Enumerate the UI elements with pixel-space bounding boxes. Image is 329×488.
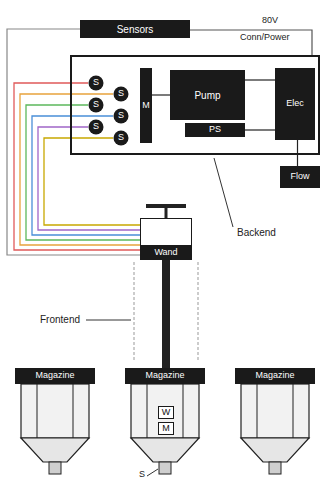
circle-shape [89,98,104,113]
nozzle [49,462,61,474]
frontend-bracket [198,262,199,362]
node-text: Backend [237,227,276,238]
pump-block: Pump [170,70,245,120]
node-text: Flow [290,172,309,182]
wire-connector [44,138,140,225]
node-text: Magazine [145,371,184,381]
cartridge-part: W [158,406,174,419]
node-text: S [118,111,124,121]
wire-connector [14,83,140,250]
node-text: M [162,424,170,434]
circle-shape [114,87,129,102]
cartridge-wall [147,384,148,438]
tube-connector [162,260,170,368]
cartridge [21,384,89,474]
node-text: M [142,101,150,111]
node-text: Sensors [117,24,154,35]
circle-shape [114,109,129,124]
backend-housing: SSSSSSMPumpPSElecBackend [70,55,320,155]
cartridge-wall [183,384,184,438]
leader-line [147,469,158,476]
circle-shape [114,131,129,146]
node-text: S [118,89,124,99]
plunger-handle [146,204,186,208]
wire-connector [245,79,275,80]
wire-connector [32,116,140,235]
cartridge-funnel [241,438,309,462]
wire-connector [38,127,140,230]
flow-block: Flow [280,166,320,188]
plunger-stem [165,208,168,218]
circle-shape [89,76,104,91]
node-text: S [118,133,124,143]
cartridge-wall [73,384,74,438]
wire-connector [152,94,170,95]
node-text: W [162,408,171,418]
magazine-block: Magazine [235,368,315,384]
leader-line [214,158,233,227]
valve-circle: S [113,86,129,102]
frontend-bracket [134,262,135,362]
voltage-label: 80V [262,16,278,26]
cartridge-body [241,384,309,438]
leader-line [86,320,131,321]
valve-circle: S [113,108,129,124]
wire-connector [20,94,140,245]
cartridge-body [131,384,199,438]
node-text: Pump [194,90,220,101]
cartridge-wall [37,384,38,438]
valve-circle: S [113,130,129,146]
signal-label: Conn/Power [240,33,290,43]
wand-block: Wand [140,218,192,260]
node-text: S [93,100,99,110]
valve-circle: S [88,75,104,91]
node-text: Elec [286,99,304,109]
node-text: PS [209,125,221,135]
valve-circle: S [88,119,104,135]
power-line [190,30,312,55]
cartridge [241,384,309,474]
wire-connector [26,105,140,240]
wire-connector [245,129,275,130]
wire-connector [297,140,298,166]
electronics-block: Elec [275,68,315,140]
cartridge-wall [257,384,258,438]
node-text: Magazine [255,371,294,381]
cartridge-body [21,384,89,438]
node-text: S [93,78,99,88]
power-wire [190,30,312,55]
node-text: Wand [141,245,191,259]
nozzle [269,462,281,474]
nozzle [159,462,171,474]
cartridge-part: M [158,422,174,435]
magazine-block: Magazine [15,368,95,384]
magazine-block: Magazine [125,368,205,384]
circle-shape [89,120,104,135]
section-label: Frontend [40,314,80,325]
cartridge-funnel [131,438,199,462]
callout-letter: S [139,470,145,480]
cartridge-funnel [21,438,89,462]
cartridge [131,384,199,474]
sensor-block: Sensors [80,20,190,38]
node-text: Magazine [35,371,74,381]
node-text: S [93,122,99,132]
valve-circle: S [88,97,104,113]
power-supply-block: PS [185,123,245,137]
wire-connector [7,29,140,255]
cartridge-wall [293,384,294,438]
manifold-bar: M [140,68,152,143]
